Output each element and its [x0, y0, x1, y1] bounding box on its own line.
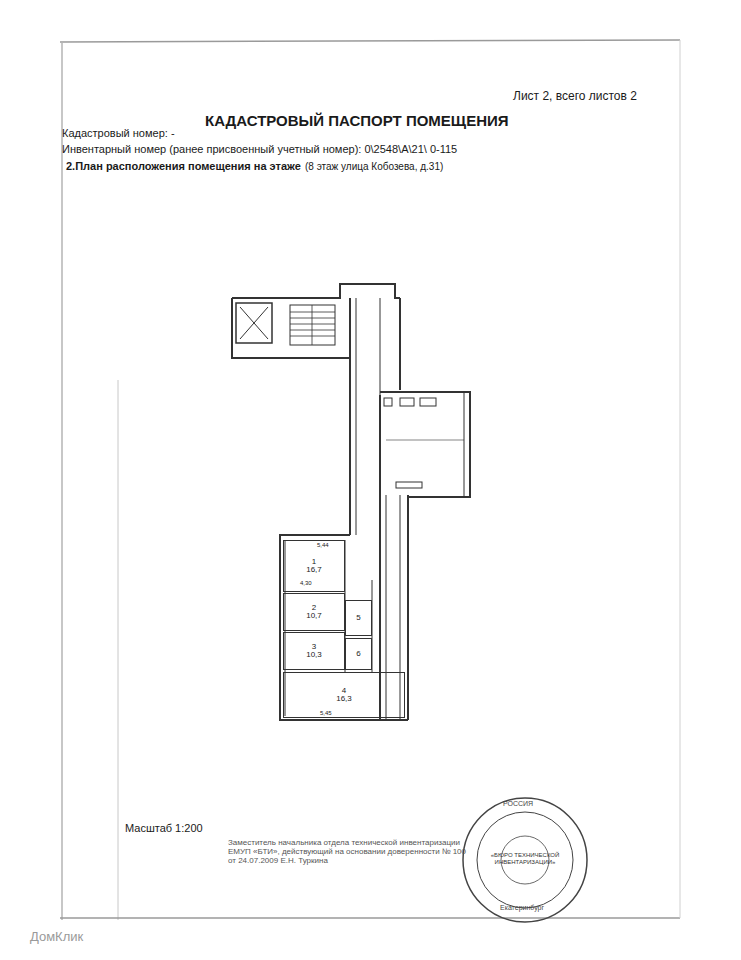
- room-area: 16,3: [336, 695, 352, 703]
- stamp-text: РОССИЯ: [503, 800, 533, 808]
- room-box: 310,3: [283, 632, 345, 670]
- walls: [280, 298, 470, 720]
- scale-note: Масштаб 1:200: [125, 822, 203, 835]
- staircase: [232, 284, 400, 358]
- sheet-number: Лист 2, всего листов 2: [513, 90, 637, 104]
- room-number: 3: [312, 643, 316, 651]
- page-edge: [61, 42, 63, 920]
- page-edge: [680, 40, 681, 918]
- dimension: 5,45: [320, 710, 332, 717]
- room-box: 210,7: [283, 593, 345, 631]
- stamp: [463, 798, 587, 922]
- document-title: КАДАСТРОВЫЙ ПАСПОРТ ПОМЕЩЕНИЯ: [205, 112, 509, 129]
- watermark: ДомКлик: [30, 930, 83, 945]
- page-edge: [60, 917, 680, 919]
- stamp-text: «БЮРО ТЕХНИЧЕСКОЙ ИНВЕНТАРИЗАЦИИ»: [489, 852, 561, 866]
- stamp-text: Екатеринбург: [500, 904, 544, 912]
- page-edge: [60, 40, 680, 42]
- room-number: 1: [312, 558, 316, 566]
- room-box: 6: [345, 638, 372, 670]
- room-area: 16,7: [306, 566, 322, 574]
- signature-note: Заместитель начальника отдела техническо…: [228, 838, 466, 866]
- room-number: 5: [356, 614, 360, 622]
- room-box: 5: [345, 600, 372, 636]
- room-area: 10,3: [306, 651, 322, 659]
- page-edge: [118, 380, 119, 920]
- room-box: 416,3: [283, 672, 405, 718]
- inventory-number: Инвентарный номер (ранее присвоенный уче…: [62, 143, 457, 156]
- room-box: 116,7: [283, 540, 345, 592]
- address: (8 этаж улица Кобозева, д.31): [305, 161, 443, 173]
- section-heading: 2.План расположения помещения на этаже: [66, 160, 301, 173]
- dimension: 4,30: [300, 580, 312, 587]
- dimension: 5,44: [317, 542, 329, 549]
- room-number: 2: [312, 604, 316, 612]
- room-area: 10,7: [306, 612, 322, 620]
- room-number: 6: [356, 650, 360, 658]
- cadastral-number: Кадастровый номер: -: [62, 127, 175, 140]
- room-number: 4: [342, 687, 346, 695]
